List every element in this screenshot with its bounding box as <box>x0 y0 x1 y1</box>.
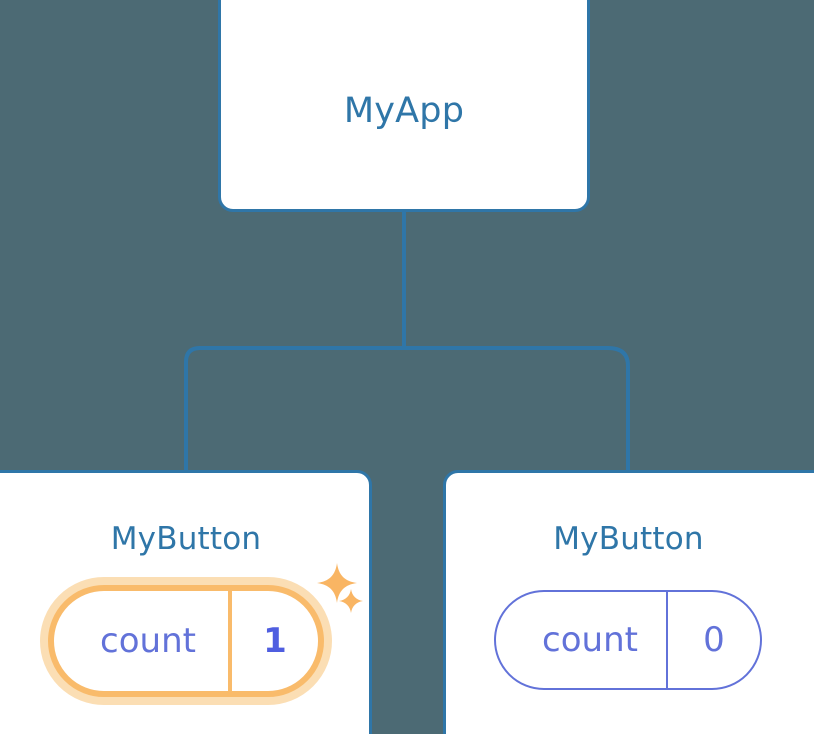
state-value-0: 1 <box>263 621 287 661</box>
state-value-1: 0 <box>703 620 725 660</box>
state-pill-body-0[interactable]: count 1 <box>48 585 324 697</box>
node-title-mybutton-0: MyButton <box>110 521 262 557</box>
state-key-1: count <box>496 592 668 688</box>
tree-node-myapp[interactable]: MyApp <box>218 0 590 212</box>
state-pill-count-0[interactable]: count 1 <box>40 577 332 705</box>
state-pill-body-1[interactable]: count 0 <box>494 590 762 690</box>
state-pill-glow <box>40 577 332 705</box>
connector-branches <box>184 346 630 472</box>
node-title-mybutton-1: MyButton <box>553 521 704 557</box>
state-key-0: count <box>54 591 232 691</box>
node-title-myapp: MyApp <box>343 91 465 131</box>
state-pill-count-1[interactable]: count 0 <box>494 590 762 690</box>
